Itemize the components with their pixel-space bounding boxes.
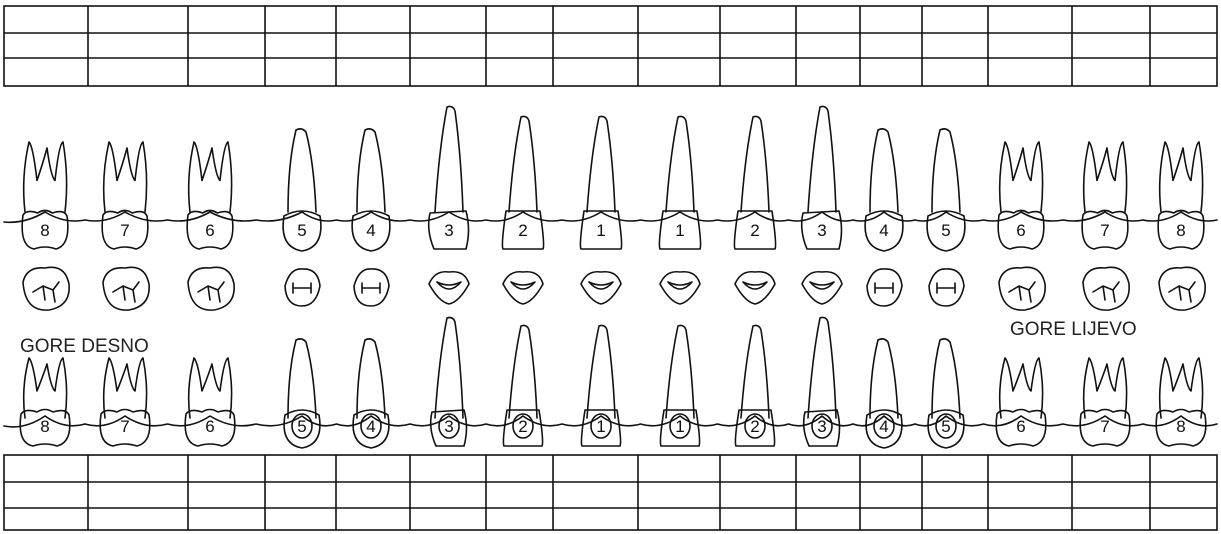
upper-tooth-number: 3 xyxy=(817,221,826,240)
upper-tooth-number: 1 xyxy=(596,221,605,240)
lower-tooth-number: 3 xyxy=(444,417,453,436)
upper-tooth-number: 3 xyxy=(444,221,453,240)
lower-tooth-number: 2 xyxy=(750,417,759,436)
upper-tooth-number: 6 xyxy=(205,221,214,240)
upper-tooth-number: 7 xyxy=(1100,221,1109,240)
upper-tooth-number: 8 xyxy=(1176,221,1185,240)
lower-tooth-number: 3 xyxy=(817,417,826,436)
lower-tooth-number: 4 xyxy=(366,417,375,436)
upper-right-label: GORE DESNO xyxy=(20,336,149,357)
lower-tooth-number: 7 xyxy=(120,417,129,436)
upper-tooth-number: 1 xyxy=(675,221,684,240)
lower-tooth-number: 6 xyxy=(1016,417,1025,436)
lower-tooth-number: 1 xyxy=(675,417,684,436)
upper-tooth-number: 8 xyxy=(40,221,49,240)
upper-left-label: GORE LIJEVO xyxy=(1010,319,1137,340)
lower-tooth-number: 5 xyxy=(297,417,306,436)
upper-tooth-number: 2 xyxy=(750,221,759,240)
lower-tooth-number: 6 xyxy=(205,417,214,436)
upper-tooth-number: 5 xyxy=(941,221,950,240)
upper-tooth-number: 6 xyxy=(1016,221,1025,240)
upper-tooth-number: 5 xyxy=(297,221,306,240)
upper-tooth-number: 4 xyxy=(879,221,888,240)
lower-tooth-number: 1 xyxy=(596,417,605,436)
lower-tooth-number: 2 xyxy=(518,417,527,436)
lower-tooth-number: 7 xyxy=(1100,417,1109,436)
lower-tooth-number: 4 xyxy=(879,417,888,436)
upper-tooth-number: 2 xyxy=(518,221,527,240)
upper-tooth-number: 4 xyxy=(366,221,375,240)
upper-tooth-number: 7 xyxy=(120,221,129,240)
lower-tooth-number: 8 xyxy=(1176,417,1185,436)
lower-tooth-number: 8 xyxy=(40,417,49,436)
lower-tooth-number: 5 xyxy=(941,417,950,436)
